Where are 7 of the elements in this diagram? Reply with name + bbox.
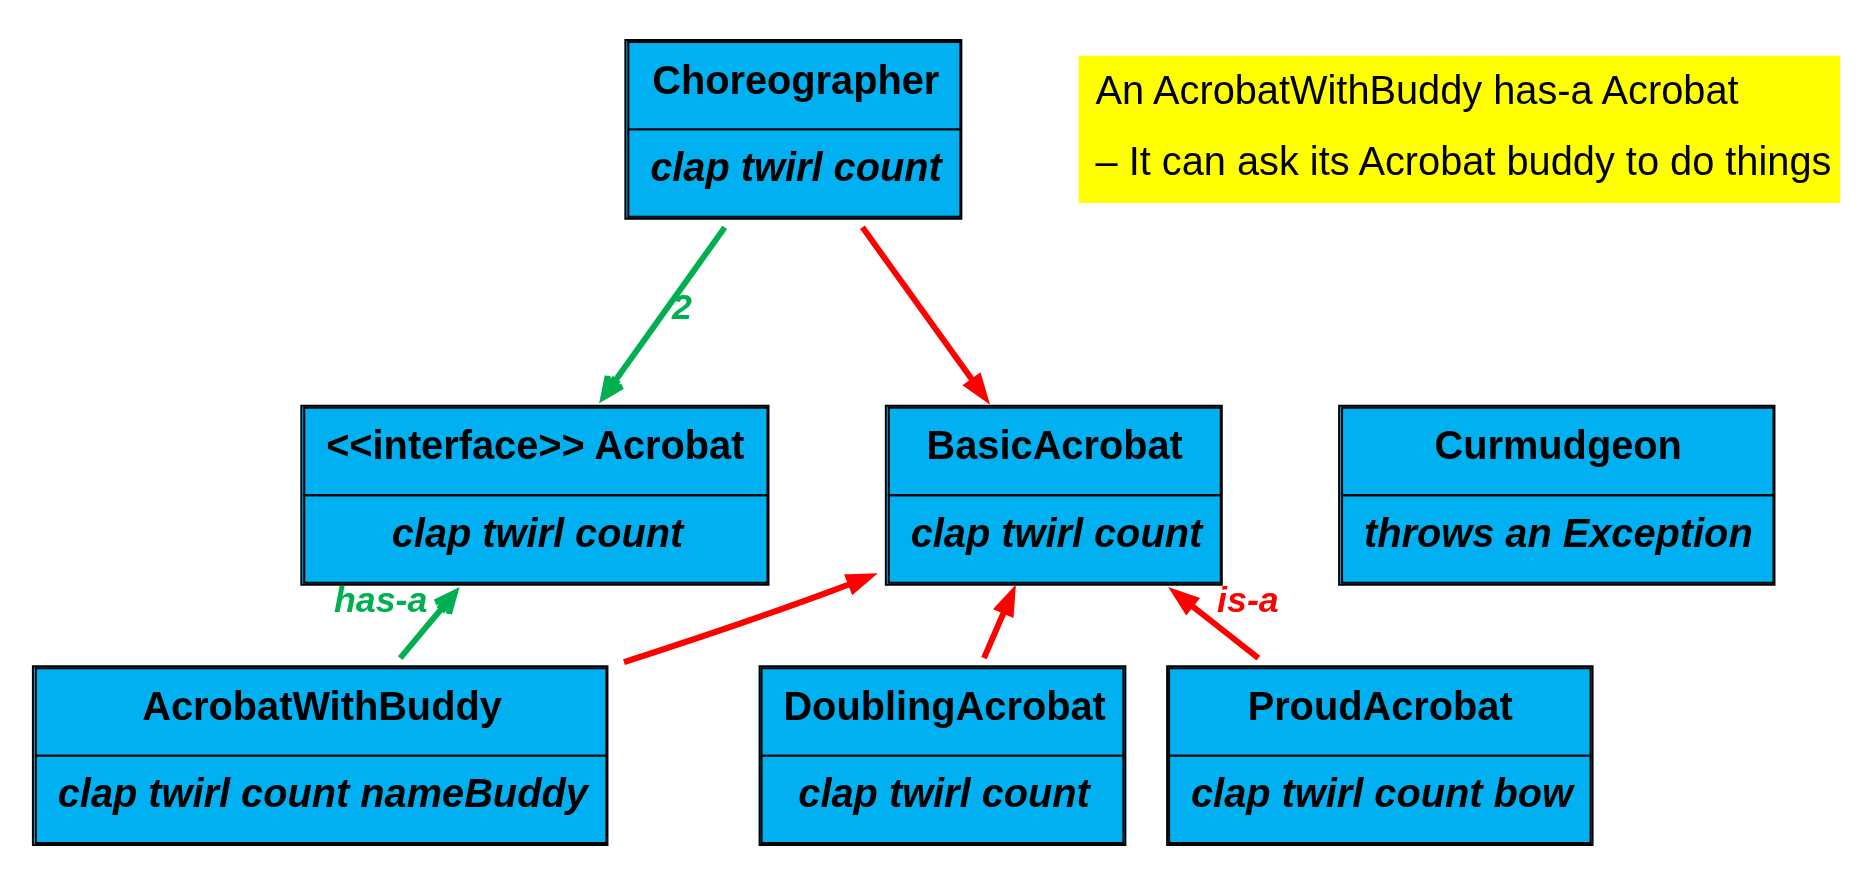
arrow [397, 589, 458, 660]
node-box: An AcrobatWithBuddy has-a Acrobat – It can ask its Acrobat buddy to do things [1078, 55, 1841, 203]
edge-label: 2 [672, 286, 692, 327]
arrow [860, 225, 991, 405]
arrow [981, 583, 1016, 659]
arrow [623, 572, 878, 665]
arrow [1168, 586, 1261, 660]
